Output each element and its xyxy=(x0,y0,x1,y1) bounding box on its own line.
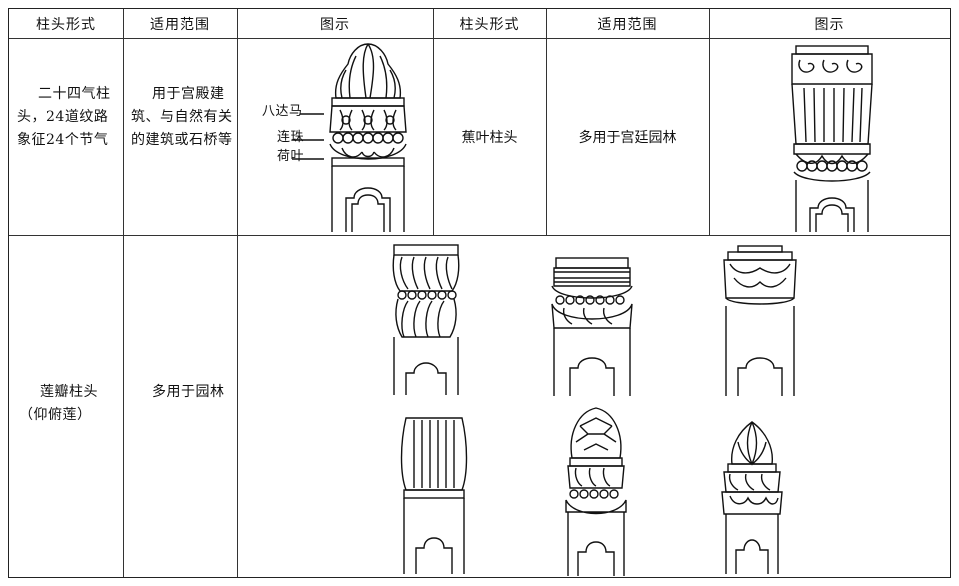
usage-24-solar-terms: 用于宫殿建筑、与自然有关的建筑或石桥等 xyxy=(131,86,233,148)
usage-banana-leaf: 多用于宫廷园林 xyxy=(578,129,677,146)
lotus-capital-3-illustration xyxy=(723,245,797,396)
label-lotus-leaf: 荷叶 xyxy=(277,149,305,164)
col-divider-4 xyxy=(546,9,547,235)
col-divider-2 xyxy=(237,9,238,577)
header-form-right: 柱头形式 xyxy=(459,16,520,33)
col-divider-5 xyxy=(709,9,710,235)
lotus-capital-4-illustration xyxy=(400,417,468,574)
lotus-capital-6-illustration xyxy=(721,421,783,574)
lotus-capital-1-illustration xyxy=(392,244,460,395)
label-pearls: 连珠 xyxy=(277,130,305,145)
banana-leaf-capital-illustration xyxy=(791,45,873,232)
form-24-solar-terms: 二十四气柱头，24道纹路象征24个节气 xyxy=(17,86,111,148)
label-leaders xyxy=(292,113,324,160)
label-badamma: 八达马 xyxy=(262,104,303,119)
col-divider-1 xyxy=(123,9,124,577)
header-divider xyxy=(9,38,950,39)
form-lotus: 莲瓣柱头（仰俯莲） xyxy=(19,384,98,423)
col-divider-3 xyxy=(433,9,434,235)
capital-table: 柱头形式 适用范围 图示 柱头形式 适用范围 图示 二十四气柱头，24道纹路象征… xyxy=(8,8,951,578)
header-usage-right: 适用范围 xyxy=(597,16,658,33)
form-banana-leaf: 蕉叶柱头 xyxy=(461,129,518,146)
header-form-left: 柱头形式 xyxy=(36,16,96,33)
header-figure-right: 图示 xyxy=(814,16,845,33)
row-divider xyxy=(9,235,950,236)
usage-lotus: 多用于园林 xyxy=(152,384,225,400)
header-figure-left: 图示 xyxy=(320,16,350,33)
header-usage-left: 适用范围 xyxy=(150,16,210,33)
lotus-capital-2-illustration xyxy=(551,257,633,396)
solar-term-capital-illustration xyxy=(329,43,407,232)
lotus-capital-5-illustration xyxy=(565,407,627,576)
